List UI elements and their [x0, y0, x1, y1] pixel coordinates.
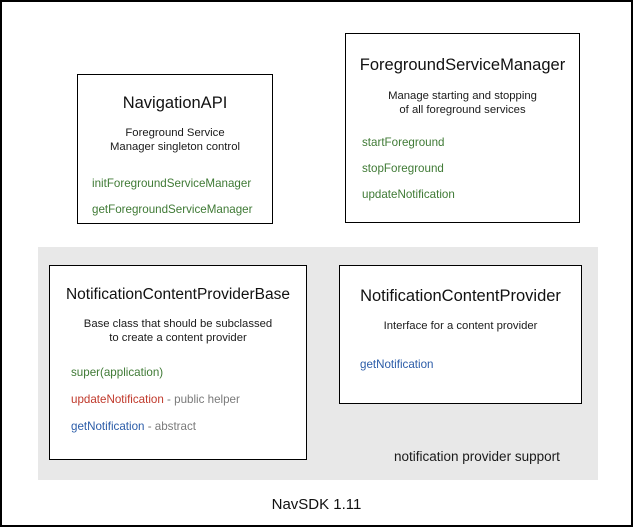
class-title-navigation-api: NavigationAPI — [122, 94, 228, 112]
member-name: stopForeground — [362, 161, 444, 175]
class-description-line2: Manager singleton control — [110, 141, 240, 154]
member-get-foreground-service-manager[interactable]: getForegroundServiceManager — [92, 203, 272, 217]
class-description-notification-content-provider: Interface for a content provider — [340, 319, 581, 333]
member-start-foreground[interactable]: startForeground — [362, 136, 579, 150]
footer-version-label: NavSDK 1.11 — [271, 496, 362, 513]
class-description-line2: to create a content provider — [109, 332, 247, 345]
class-description-line2: of all foreground services — [399, 104, 526, 117]
member-update-notification-public-helper[interactable]: updateNotification - public helper — [71, 393, 306, 407]
group-panel-caption: notification provider support — [394, 449, 560, 464]
class-description-notification-content-provider-base: Base class that should be subclassed to … — [50, 317, 306, 346]
member-note: - abstract — [144, 419, 197, 433]
member-get-notification[interactable]: getNotification — [360, 358, 581, 372]
class-description-line1: Manage starting and stopping — [388, 89, 537, 102]
class-description-navigation-api: Foreground Service Manager singleton con… — [78, 126, 272, 155]
class-box-notification-content-provider[interactable]: NotificationContentProvider Interface fo… — [339, 265, 582, 404]
member-name: startForeground — [362, 135, 445, 149]
member-super-application[interactable]: super(application) — [71, 366, 306, 380]
member-get-notification-abstract[interactable]: getNotification - abstract — [71, 420, 306, 434]
class-title-notification-content-provider-base: NotificationContentProviderBase — [65, 286, 290, 303]
class-description-foreground-service-manager: Manage starting and stopping of all fore… — [346, 89, 579, 118]
class-description-line1: Interface for a content provider — [383, 319, 538, 332]
class-title-foreground-service-manager: ForegroundServiceManager — [359, 56, 566, 74]
member-list-notification-content-provider: getNotification — [360, 358, 581, 372]
member-name: getNotification — [360, 358, 434, 372]
member-note: - public helper — [163, 392, 240, 406]
member-name: getNotification — [71, 419, 145, 433]
member-init-foreground-service-manager[interactable]: initForegroundServiceManager — [92, 177, 272, 191]
member-name: getForegroundServiceManager — [92, 202, 253, 216]
class-box-notification-content-provider-base[interactable]: NotificationContentProviderBase Base cla… — [49, 265, 307, 460]
member-list-notification-content-provider-base: super(application) updateNotification - … — [71, 366, 306, 434]
class-box-navigation-api[interactable]: NavigationAPI Foreground Service Manager… — [77, 74, 273, 224]
member-name: updateNotification — [362, 187, 455, 201]
class-description-line1: Foreground Service — [125, 126, 225, 139]
member-stop-foreground[interactable]: stopForeground — [362, 162, 579, 176]
member-list-navigation-api: initForegroundServiceManager getForegrou… — [92, 177, 272, 217]
class-box-foreground-service-manager[interactable]: ForegroundServiceManager Manage starting… — [345, 33, 580, 223]
class-description-line1: Base class that should be subclassed — [83, 317, 273, 330]
member-list-foreground-service-manager: startForeground stopForeground updateNot… — [362, 136, 579, 202]
member-name: initForegroundServiceManager — [92, 176, 252, 190]
member-update-notification[interactable]: updateNotification — [362, 188, 579, 202]
member-name: super(application) — [71, 365, 164, 379]
member-name: updateNotification — [71, 392, 164, 406]
class-title-notification-content-provider: NotificationContentProvider — [360, 287, 561, 305]
